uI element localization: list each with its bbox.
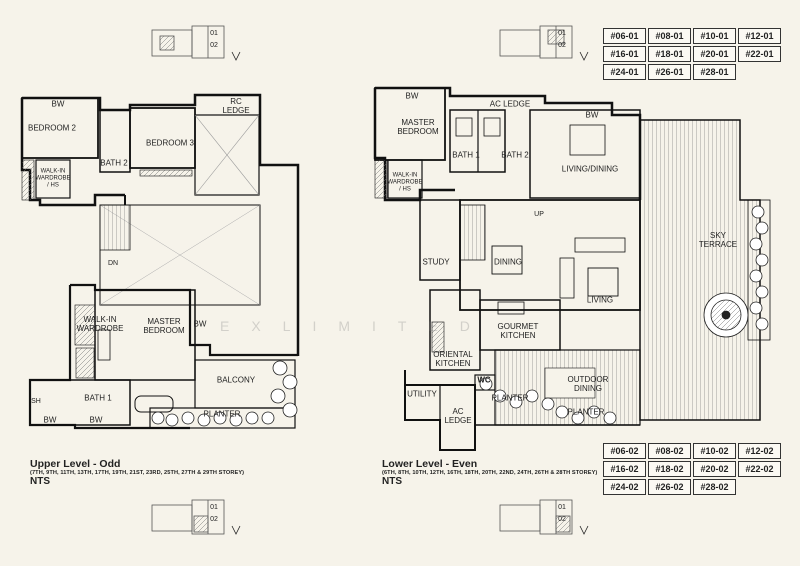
caption-nts: NTS [382, 476, 402, 487]
unit-number: #12-01 [738, 28, 781, 44]
upper-level-plan [20, 93, 300, 430]
unit-number: #16-02 [603, 461, 646, 477]
stair-label-dn: DN [107, 260, 119, 267]
caption-title: Upper Level - Odd [30, 458, 121, 470]
room-label-ac-ledge: AC LEDGE [444, 407, 472, 425]
room-label-bedroom-3: BEDROOM 3 [145, 138, 195, 148]
unit-number: #08-01 [648, 28, 691, 44]
caption-nts: NTS [30, 476, 50, 487]
lower-level-caption: Lower Level - Even (6TH, 8TH, 10TH, 12TH… [382, 458, 597, 487]
key-plan-label: 01 [210, 30, 218, 37]
room-label-study: STUDY [422, 257, 450, 267]
unit-number: #08-02 [648, 443, 691, 459]
unit-number: #20-01 [693, 46, 736, 62]
room-label-bw: BW [43, 415, 57, 425]
unit-number: #18-01 [648, 46, 691, 62]
room-label-balcony: BALCONY [216, 375, 256, 385]
room-label-ac-ledge: AC LEDGE [489, 99, 531, 109]
stair-label-up: UP [534, 211, 544, 218]
lower-level-plan [373, 86, 771, 451]
room-label-utility: UTILITY [407, 389, 437, 399]
room-label-walk-in-wardrobe-hs: WALK-IN WARDROBE / HS [35, 168, 71, 189]
room-label-master-bedroom: MASTER BEDROOM [397, 118, 439, 136]
room-label-wc: WC [477, 375, 491, 385]
room-label-sky-terrace: SKY TERRACE [698, 231, 738, 249]
key-plan-label: 02 [558, 516, 566, 523]
unit-list-even: #06-02#08-02#10-02#12-02 #16-02#18-02#20-… [603, 443, 781, 495]
room-label-walk-in-wardrobe-hs: WALK-IN WARDROBE / HS [387, 172, 423, 193]
room-label-rc-ledge: RC LEDGE [222, 97, 250, 115]
unit-number: #22-02 [738, 461, 781, 477]
unit-number: #26-01 [648, 64, 691, 80]
room-label-gourmet-kitchen: GOURMET KITCHEN [497, 322, 539, 340]
unit-number: #28-02 [693, 479, 736, 495]
lower-landscape [479, 205, 769, 425]
room-label-living-dining: LIVING/DINING [561, 164, 619, 174]
room-label-bw: BW [193, 319, 207, 329]
unit-number: #22-01 [738, 46, 781, 62]
room-label-bath-2: BATH 2 [501, 150, 529, 160]
unit-number: #20-02 [693, 461, 736, 477]
room-label-bw: BW [405, 91, 419, 101]
room-label-planter: PLANTER [567, 407, 605, 417]
key-plan-top-left [151, 25, 241, 61]
room-label-bath-1: BATH 1 [452, 150, 480, 160]
upper-planter-shrubs [151, 360, 298, 427]
key-plan-bottom-right [499, 499, 589, 535]
key-plan-label: 02 [210, 516, 218, 523]
room-label-bedroom-2: BEDROOM 2 [27, 123, 77, 133]
room-label-walk-in-wardrobe: WALK-IN WARDROBE [76, 315, 124, 333]
room-label-planter: PLANTER [491, 393, 529, 403]
room-label-master-bedroom: MASTER BEDROOM [143, 317, 185, 335]
room-label-bw: BW [585, 110, 599, 120]
room-label-outdoor-dining: OUTDOOR DINING [567, 375, 609, 393]
upper-level-caption: Upper Level - Odd (7TH, 9TH, 11TH, 13TH,… [30, 458, 244, 487]
unit-number: #18-02 [648, 461, 691, 477]
unit-number: #28-01 [693, 64, 736, 80]
caption-storeys: (6TH, 8TH, 10TH, 12TH, 16TH, 18TH, 20TH,… [382, 470, 598, 476]
watermark: EXLIMITED [220, 318, 492, 334]
unit-number: #06-01 [603, 28, 646, 44]
key-plan-label: 01 [558, 504, 566, 511]
unit-number: #12-02 [738, 443, 781, 459]
key-plan-label: 01 [558, 30, 566, 37]
unit-number: #06-02 [603, 443, 646, 459]
caption-storeys: (7TH, 9TH, 11TH, 13TH, 17TH, 19TH, 21ST,… [30, 470, 245, 476]
unit-number: #24-01 [603, 64, 646, 80]
key-plan-label: 01 [210, 504, 218, 511]
unit-number: #10-01 [693, 28, 736, 44]
room-label-bw: BW [51, 99, 65, 109]
room-label-planter: PLANTER [203, 409, 241, 419]
room-label-oriental-kitchen: ORIENTAL KITCHEN [433, 350, 473, 368]
fixture-label-sh: SH [31, 398, 41, 405]
room-label-dining: DINING [494, 257, 522, 267]
room-label-bath-1: BATH 1 [84, 393, 112, 403]
room-label-bw: BW [89, 415, 103, 425]
unit-number: #16-01 [603, 46, 646, 62]
unit-number: #10-02 [693, 443, 736, 459]
key-plan-label: 02 [558, 42, 566, 49]
unit-number: #26-02 [648, 479, 691, 495]
unit-number: #24-02 [603, 479, 646, 495]
key-plan-top-right [499, 25, 589, 61]
room-label-bath-2: BATH 2 [100, 158, 128, 168]
unit-list-odd: #06-01#08-01#10-01#12-01 #16-01#18-01#20-… [603, 28, 781, 80]
room-label-living: LIVING [586, 295, 614, 305]
key-plan-label: 02 [210, 42, 218, 49]
caption-title: Lower Level - Even [382, 458, 478, 470]
key-plan-bottom-left [151, 499, 241, 535]
